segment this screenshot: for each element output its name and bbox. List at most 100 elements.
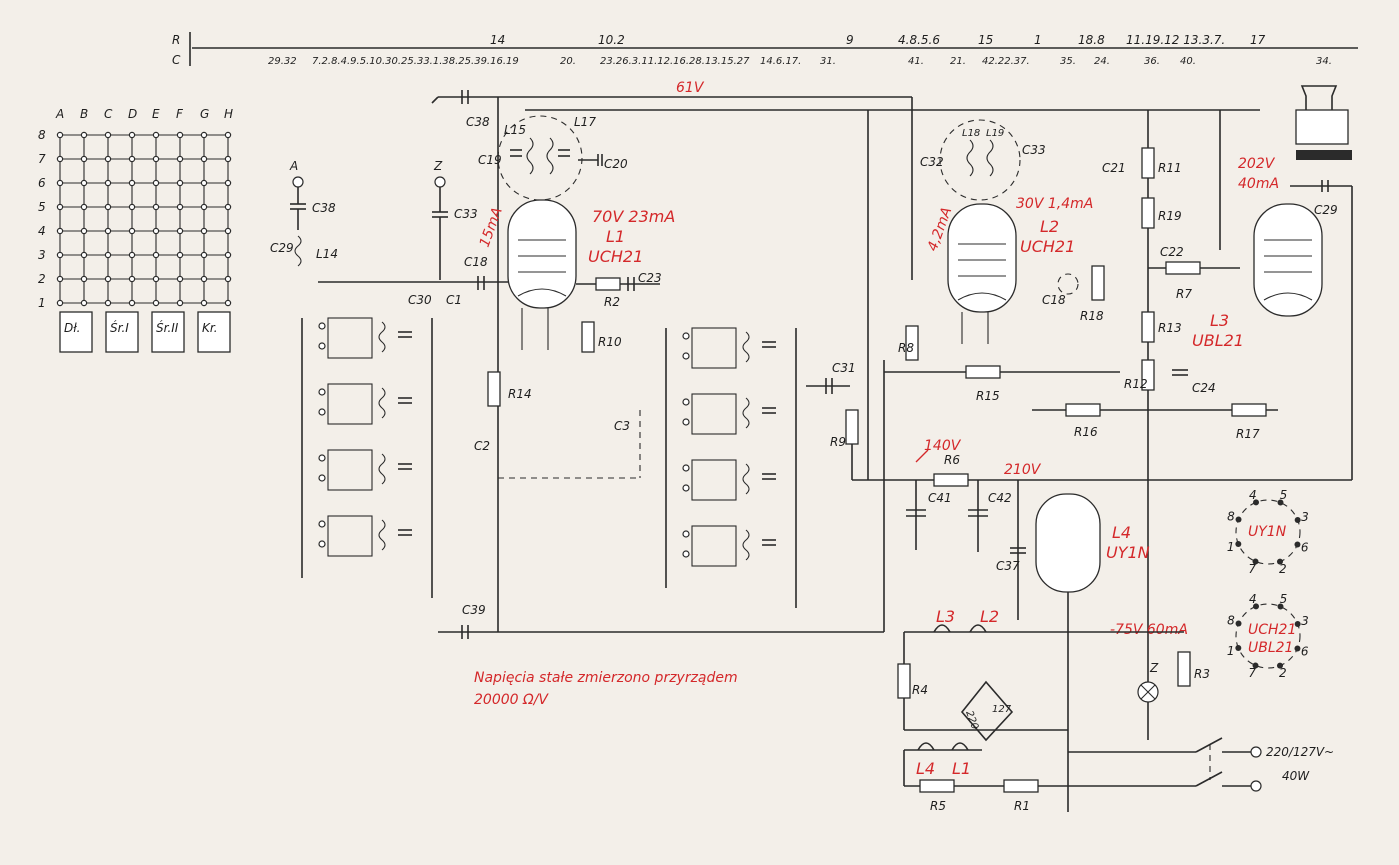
r18-label: R18: [1080, 309, 1104, 323]
heater-l4: L4: [916, 759, 935, 778]
grid-contact: [104, 155, 112, 163]
grid-contact: [128, 155, 136, 163]
l4-type: UY1N: [1106, 543, 1150, 562]
switch-contact: [318, 474, 326, 482]
r10-label: R10: [598, 335, 622, 349]
c1-label: C1: [446, 293, 462, 307]
antenna-label: A: [289, 159, 298, 173]
grid-contact: [200, 299, 208, 307]
grid-contact: [152, 203, 160, 211]
band-button[interactable]: [59, 311, 93, 353]
mains-voltage: 220/127V~: [1266, 745, 1334, 759]
grid-row-label: 6: [38, 176, 46, 190]
grid-row-label: 1: [38, 296, 46, 310]
c-tick: 29.32: [268, 56, 297, 67]
r6-label: R6: [944, 453, 960, 467]
mains-terminal[interactable]: [1250, 780, 1262, 792]
pin-number: 7: [1248, 666, 1256, 680]
pin-number: 5: [1280, 488, 1288, 502]
pin-dot: [1253, 499, 1260, 506]
grid-contact: [128, 299, 136, 307]
c38-label: C38: [466, 115, 490, 129]
scale-row-c: C: [172, 53, 181, 67]
r-tick: 9: [846, 33, 854, 47]
l1-label: L1: [606, 227, 625, 246]
r11-label: R11: [1158, 161, 1182, 175]
l1-pin-current: 15mA: [477, 205, 506, 249]
grid-row-label: 8: [38, 128, 46, 142]
mains-terminal[interactable]: [1250, 746, 1262, 758]
grid-contact: [200, 203, 208, 211]
c-tick: 41.: [908, 56, 924, 67]
pinout-outline: [1235, 499, 1301, 565]
grid-contact: [200, 251, 208, 259]
grid-contact: [176, 251, 184, 259]
grid-contact: [224, 179, 232, 187]
switch-contact: [682, 484, 690, 492]
grid-contact: [152, 299, 160, 307]
grid-contact: [224, 155, 232, 163]
pin-number: 8: [1227, 613, 1235, 627]
grid-contact: [176, 275, 184, 283]
grid-contact: [104, 227, 112, 235]
grid-row-label: 4: [38, 224, 46, 238]
l3-reading-voltage: 202V: [1238, 156, 1276, 172]
grid-contact: [80, 227, 88, 235]
switch-section: [691, 393, 737, 435]
tube-l1: 70V 23mA L1 UCH21 15mA: [477, 199, 675, 350]
r-tick: 4.8.5.6: [898, 33, 940, 47]
l14-label: L14: [316, 247, 338, 261]
pin-dot: [1252, 558, 1259, 565]
pin-number: 2: [1279, 562, 1287, 576]
l4-label: L4: [1112, 523, 1131, 542]
pin-dot: [1294, 541, 1301, 548]
l2-label: L2: [1040, 217, 1059, 236]
switch-contact: [318, 322, 326, 330]
r8-label: R8: [898, 341, 914, 355]
pin-dot: [1235, 540, 1242, 547]
voltage-210v: 210V: [1004, 462, 1042, 478]
grid-contact: [56, 155, 64, 163]
l15-label: L15: [504, 123, 526, 137]
grid-contact: [104, 179, 112, 187]
c41-label: C41: [928, 491, 952, 505]
grid-contact: [224, 299, 232, 307]
r7-label: R7: [1176, 287, 1192, 301]
band-button[interactable]: [197, 311, 231, 353]
c-tick: 21.: [950, 56, 966, 67]
band-button[interactable]: [105, 311, 139, 353]
ground-label: Z: [433, 159, 443, 173]
pin-dot: [1235, 516, 1242, 523]
c37-label: C37: [996, 559, 1020, 573]
c-tick: 40.: [1180, 56, 1196, 67]
grid-contact: [128, 227, 136, 235]
c32-label: C38: [312, 201, 336, 215]
r-tick: 10.2: [598, 33, 625, 47]
switch-contact: [318, 454, 326, 462]
coil-symbol: [742, 397, 750, 429]
pin-dot: [1276, 558, 1283, 565]
grid-contact: [56, 275, 64, 283]
tube-l2: 30V 1,4mA L2 UCH21 4,2mA: [925, 196, 1093, 344]
c35-label: C18: [1042, 293, 1066, 307]
c-tick: 7.2.8.4.9.5.10.30.25.33.1.38.25.39.16.19: [312, 56, 519, 67]
band-button-label: Śr.II: [156, 320, 179, 335]
c21-label: C32: [920, 155, 944, 169]
transformer-core: [1296, 150, 1352, 160]
r5-label: R5: [930, 799, 946, 813]
grid-row-label: 2: [38, 272, 46, 286]
coil-symbol: [742, 331, 750, 363]
grid-contact: [224, 251, 232, 259]
grid-contact: [80, 275, 88, 283]
grid-contact: [176, 203, 184, 211]
band-button[interactable]: [151, 311, 185, 353]
note-line-2: 20000 Ω/V: [474, 692, 549, 708]
grid-contact: [200, 275, 208, 283]
power-supply: 140V R6 C41 210V C42 C37 L4 UY1N -75V 60…: [897, 438, 1334, 813]
grid-contact: [104, 251, 112, 259]
r-tick: 15: [978, 33, 993, 47]
switch-contact: [682, 550, 690, 558]
switch-contact: [682, 464, 690, 472]
grid-column-label: G: [200, 107, 209, 121]
